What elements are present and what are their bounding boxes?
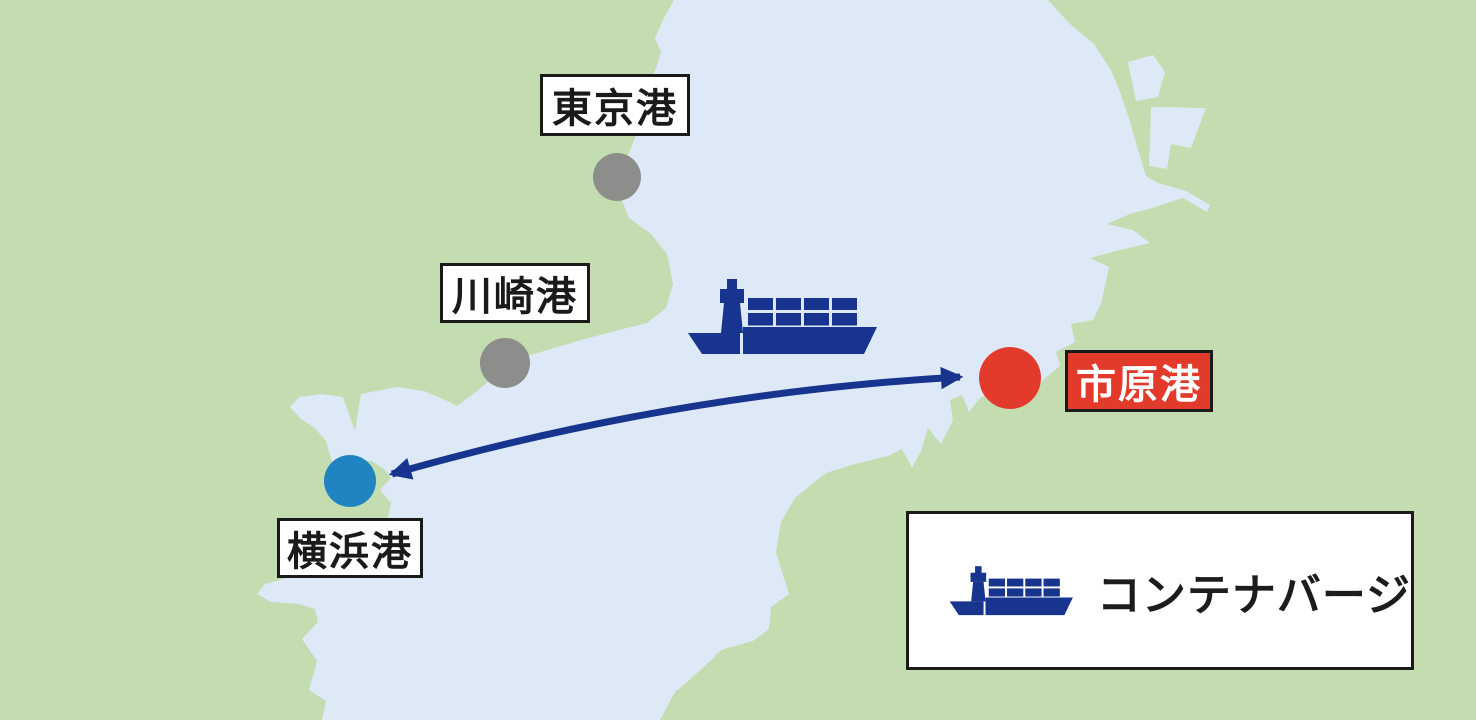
harbor-inlet-notch bbox=[1128, 55, 1165, 101]
port-marker-kawasaki bbox=[480, 338, 530, 388]
port-label-kawasaki: 川崎港 bbox=[440, 263, 590, 323]
port-label-ichihara: 市原港 bbox=[1065, 350, 1213, 412]
container-barge-icon bbox=[949, 565, 1073, 615]
port-marker-yokohama bbox=[324, 455, 376, 507]
legend-box: コンテナバージ bbox=[906, 511, 1414, 670]
port-marker-tokyo bbox=[593, 153, 641, 201]
port-label-tokyo-text: 東京港 bbox=[552, 87, 678, 131]
route-arrow bbox=[388, 366, 964, 480]
west-coast-land bbox=[0, 0, 674, 720]
south-channel-inlet bbox=[668, 648, 716, 690]
port-label-ichihara-text: 市原港 bbox=[1076, 363, 1202, 407]
port-label-yokohama-text: 横浜港 bbox=[287, 530, 413, 574]
port-label-kawasaki-text: 川崎港 bbox=[452, 275, 578, 319]
port-label-yokohama: 横浜港 bbox=[277, 518, 423, 578]
port-label-tokyo: 東京港 bbox=[540, 74, 690, 136]
harbor-inlet-l-shape bbox=[1149, 107, 1206, 169]
port-marker-ichihara bbox=[979, 347, 1041, 409]
legend-label: コンテナバージ bbox=[1096, 570, 1411, 620]
